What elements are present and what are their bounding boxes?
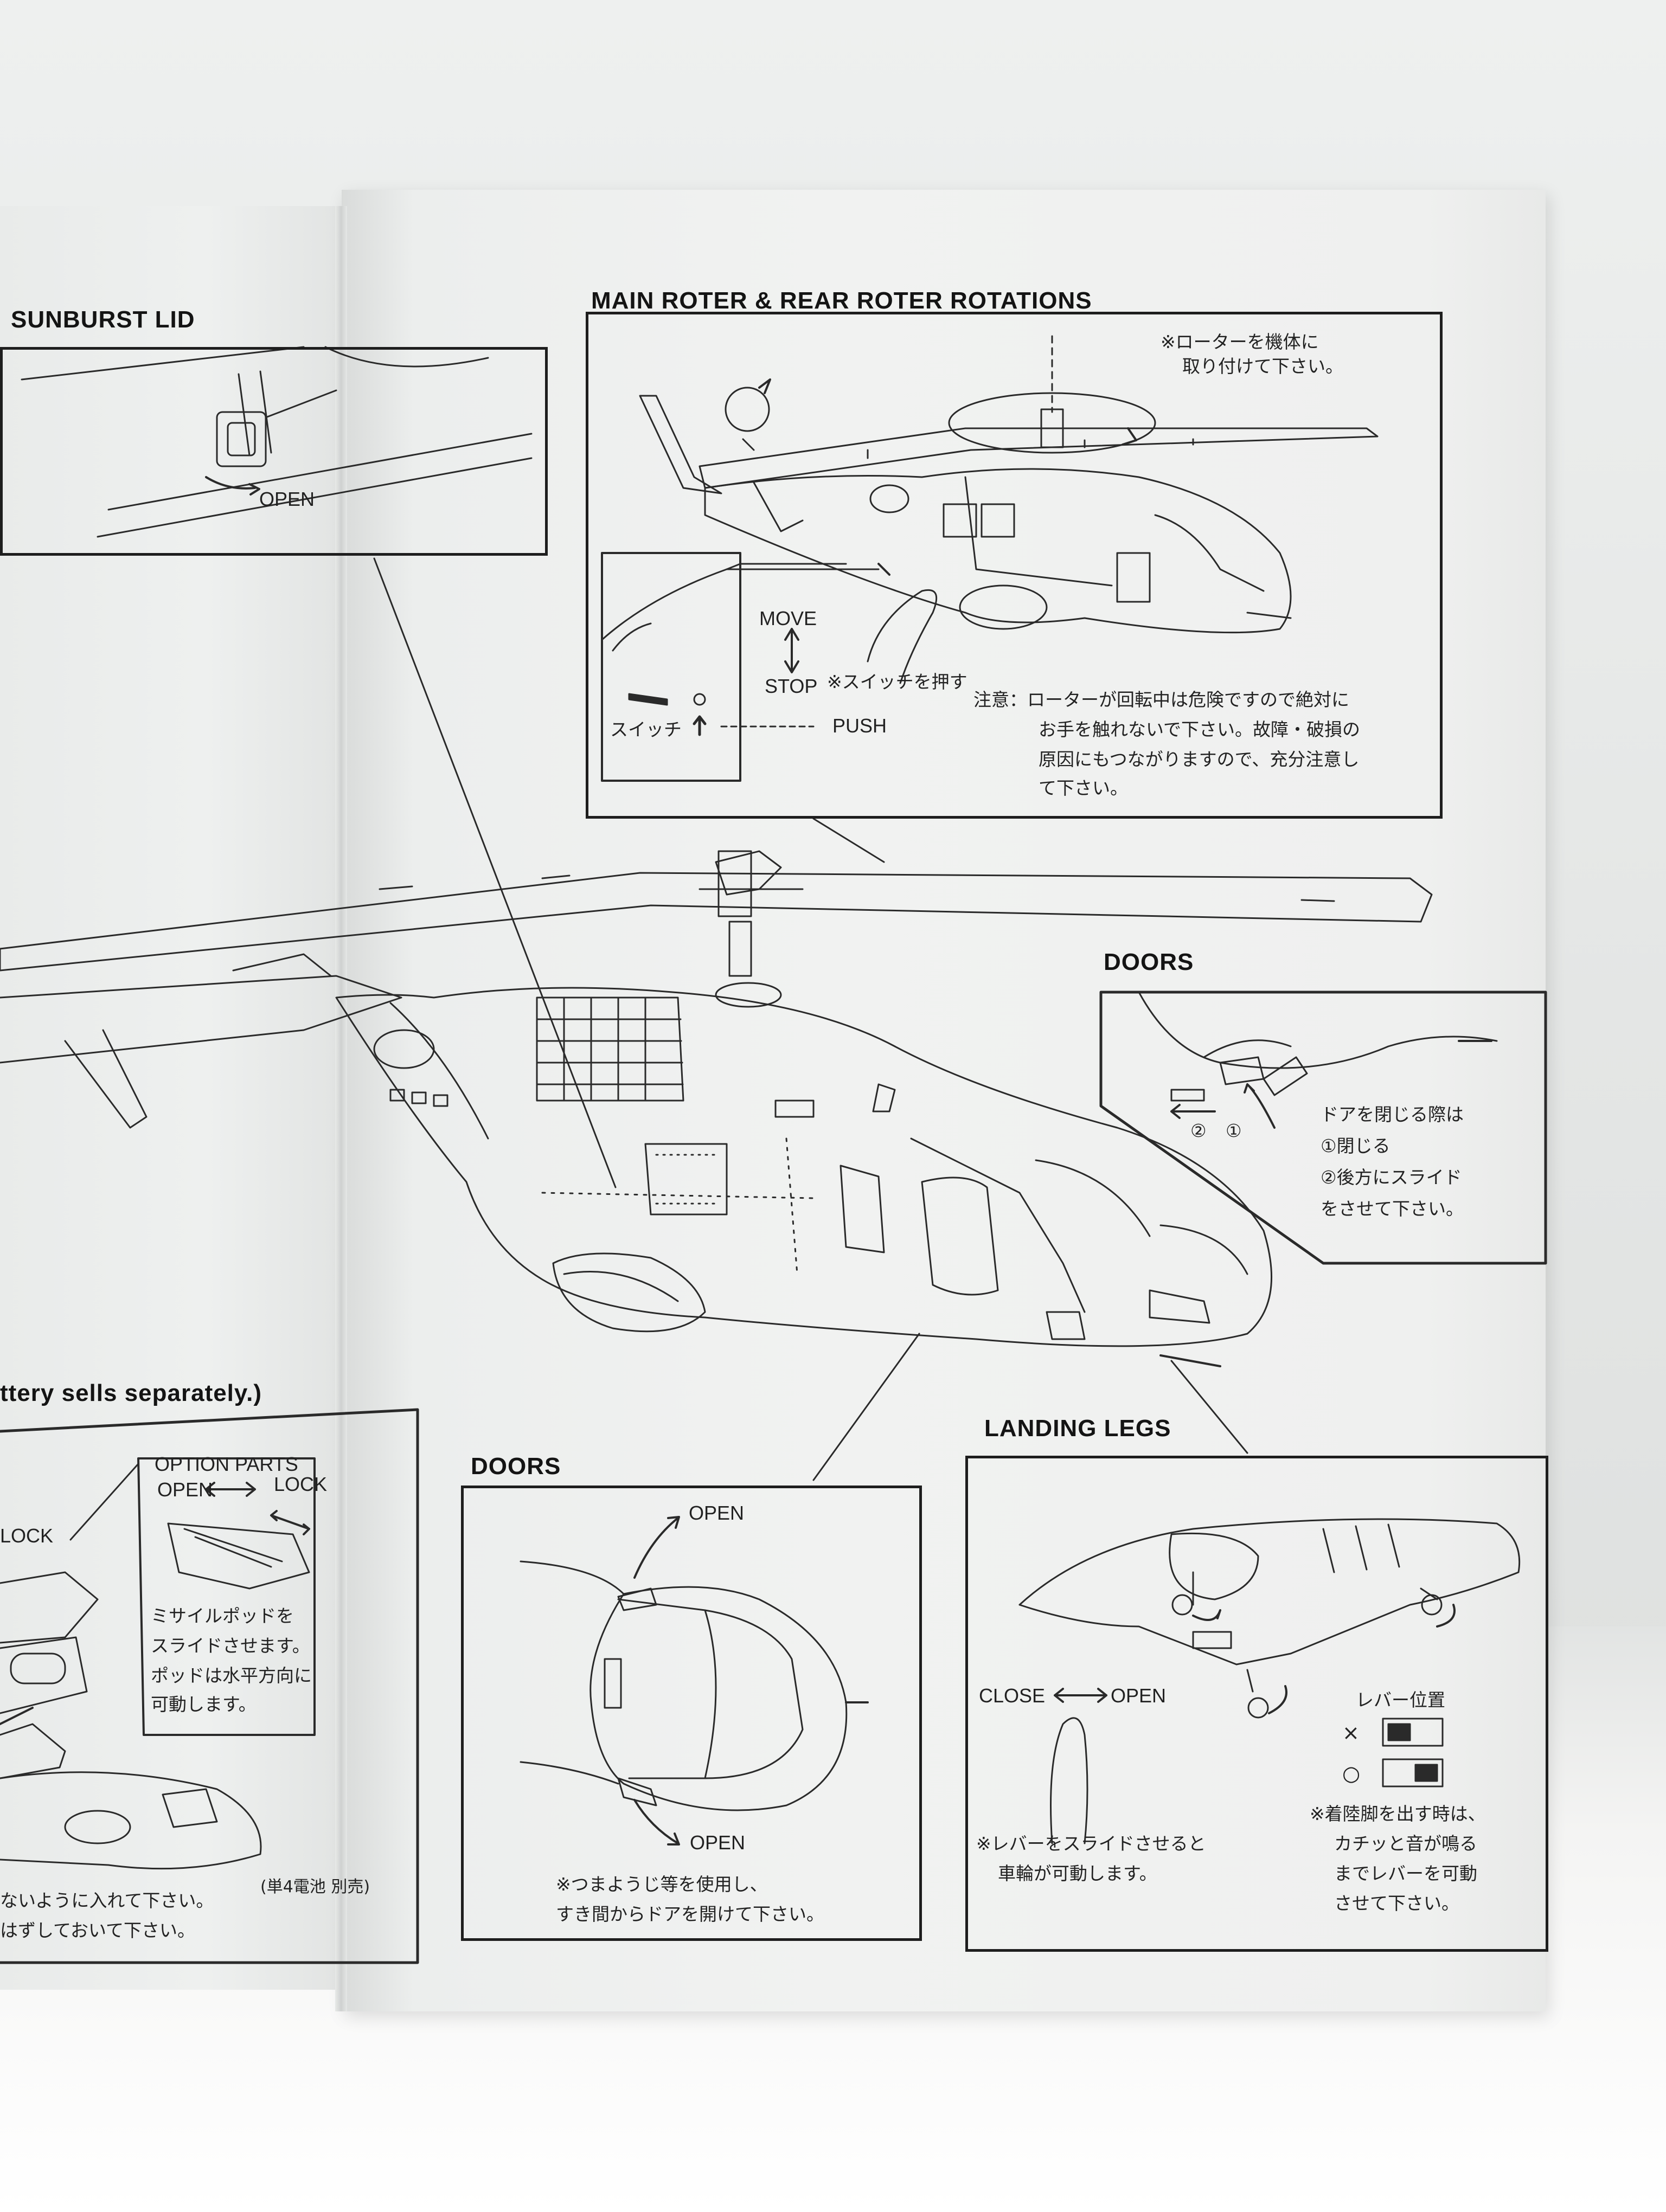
landing-close-label: CLOSE [979,1684,1046,1707]
missile-note-4: 可動します。 [151,1694,257,1715]
missile-note-1: ミサイルポッドを [151,1605,294,1626]
doors-upper-illustration [1099,991,1547,1265]
switch-press-note: ※スイッチを押す [827,671,967,692]
main-helicopter [0,850,1433,1367]
doors-lower-title: DOORS [471,1453,561,1480]
battery-lock-left: LOCK [0,1525,54,1547]
option-lock-label: LOCK [274,1473,328,1495]
doors-upper-line-3: ②後方にスライド [1321,1167,1462,1188]
rotor-attach-note-1: ※ローターを機体に [1161,331,1319,352]
doors-lower-open-bottom: OPEN [690,1831,746,1854]
option-parts-label: OPTION PARTS [155,1453,298,1475]
landing-legs-title: LANDING LEGS [984,1415,1171,1442]
doors-lower-open-top: OPEN [689,1502,745,1524]
doors-upper-step-1: ① [1226,1120,1242,1141]
landing-illustration [1018,1518,1521,1844]
doors-upper-line-1: ドアを閉じる際は [1321,1104,1464,1125]
landing-open-label: OPEN [1111,1684,1167,1707]
sunburst-lid-title: SUNBURST LID [11,306,195,333]
lever-mark-o: ○ [1342,1761,1361,1785]
landing-deploy-note-4: させて下さい。 [1334,1893,1459,1914]
missile-note-3: ポッドは水平方向に [151,1665,312,1686]
landing-legs-panel [965,1456,1548,1952]
landing-deploy-note-3: までレバーを可動 [1334,1863,1477,1884]
caution-line-4: て下さい。 [1039,777,1128,799]
push-label: PUSH [832,715,887,737]
caution-line-1: 注意：ローターが回転中は危険ですので絶対に [973,689,1349,710]
move-label: MOVE [759,607,817,629]
battery-illustration [0,1408,419,1964]
doors-upper-line-2: ①閉じる [1321,1135,1391,1156]
battery-bottom-note: (単4電池 別売) [260,1877,370,1896]
rotor-attach-note-2: 取り付けて下さい。 [1182,356,1343,377]
landing-slide-note-1: ※レバーをスライドさせると [976,1833,1206,1854]
page-fold [335,206,347,2011]
doors-upper-step-2: ② [1190,1120,1207,1141]
battery-bottom-line-2: はずしておいて下さい。 [0,1920,196,1941]
caution-line-3: 原因にもつながりますので、充分注意し [1039,749,1360,770]
doors-lower-note-1: ※つまようじ等を使用し、 [556,1874,768,1895]
doors-upper-line-4: をさせて下さい。 [1321,1198,1464,1219]
sunburst-illustration [21,346,533,538]
landing-slide-note-2: 車輪が可動します。 [998,1863,1157,1884]
doors-upper-title: DOORS [1104,949,1194,975]
doors-lower-illustration [520,1516,869,1846]
rotor-panel [586,312,1443,819]
rotor-panel-title: MAIN ROTER & REAR ROTER ROTATIONS [591,287,1092,314]
missile-note-2: スライドさせます。 [151,1635,310,1656]
lever-position-title: レバー位置 [1356,1689,1445,1711]
battery-bottom-line-1: ないように入れて下さい。 [0,1890,214,1911]
option-open-label: OPEN [157,1478,213,1501]
doors-lower-note-2: すき間からドアを開けて下さい。 [556,1904,824,1925]
lever-mark-x: × [1342,1721,1360,1745]
caution-line-2: お手を触れないで下さい。故障・破損の [1039,719,1361,740]
stop-label: STOP [765,675,818,697]
rotor-illustration [601,335,1379,782]
sunburst-open-label: OPEN [259,488,315,510]
sunburst-lid-panel [0,347,548,556]
battery-title-fragment: ttery sells separately.) [0,1380,262,1406]
doors-lower-panel [461,1486,922,1941]
switch-label: スイッチ [610,719,682,740]
landing-deploy-note-2: カチッと音が鳴る [1334,1833,1477,1854]
landing-deploy-note-1: ※着陸脚を出す時は、 [1310,1803,1486,1824]
